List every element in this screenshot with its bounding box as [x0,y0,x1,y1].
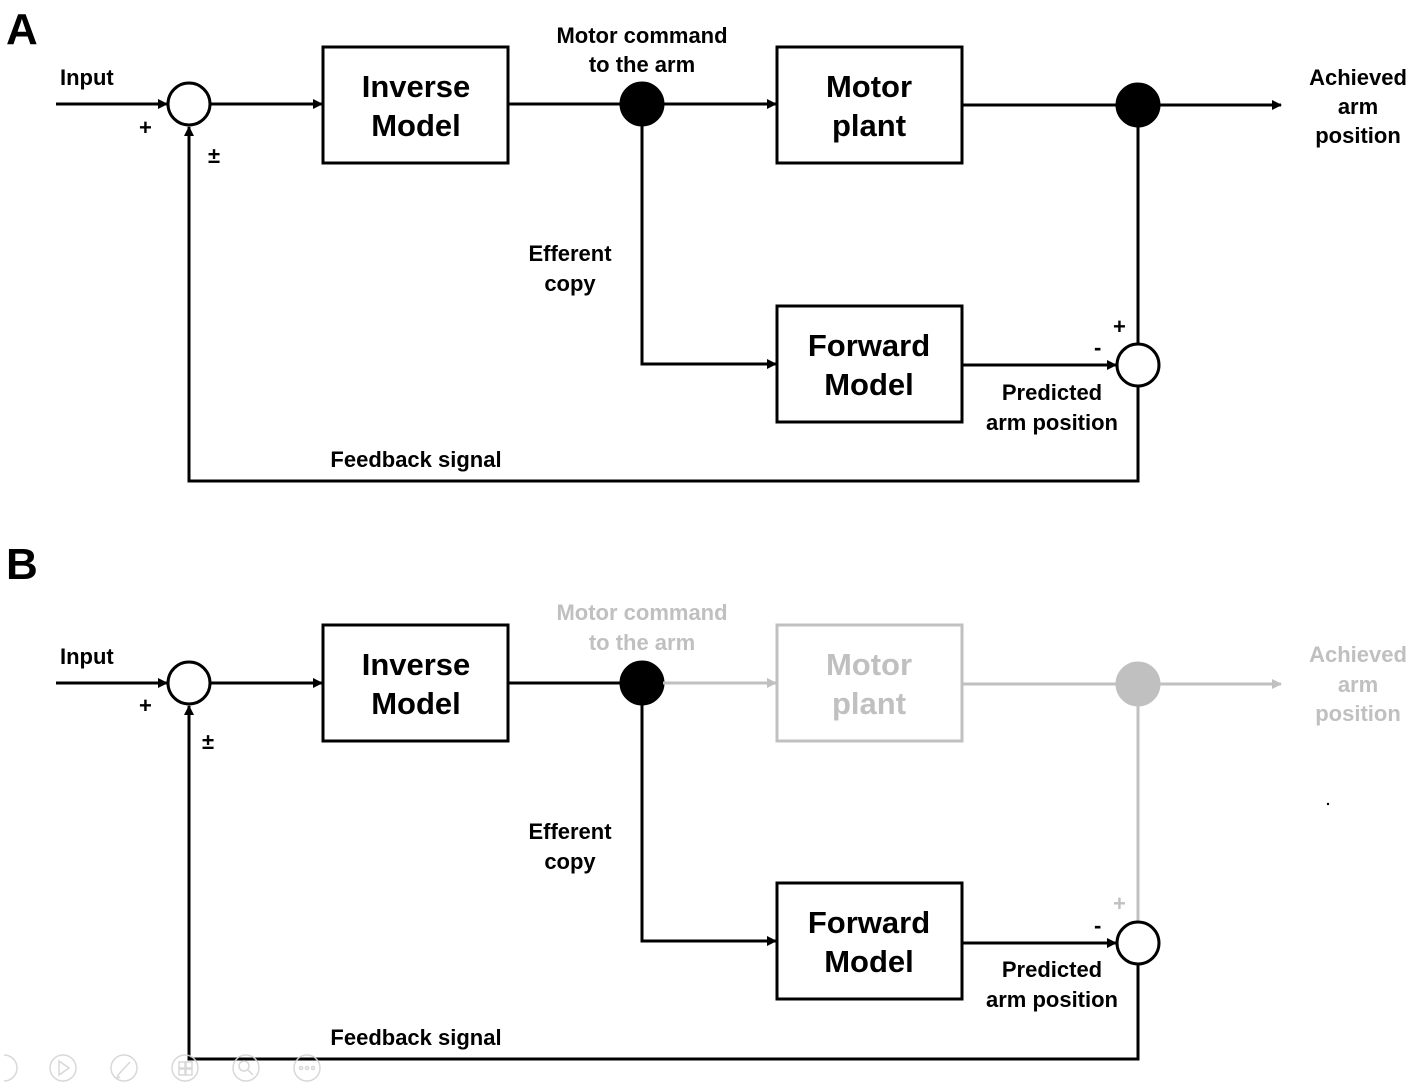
zoom-icon[interactable] [232,1054,260,1082]
stray-dot [1326,802,1330,806]
motor-plant-label-1: Motor [826,69,912,104]
forward-model-label-1: Forward [808,905,930,940]
summing-junction [166,81,212,127]
achieved-label-3: position [1315,701,1401,726]
motor-command-label-1: Motor command [556,23,727,48]
motor-plant-box [775,623,964,743]
efferent-label-1: Efferent [528,241,612,266]
input-label: Input [60,65,114,90]
panel-a: A Input + ± Inverse Model Motor command … [6,5,1407,483]
output-node [1115,82,1161,128]
predicted-label-2: arm position [986,410,1118,435]
output-node [1115,661,1161,707]
motor-command-label-2: to the arm [589,52,695,77]
comparator-junction [1115,920,1161,966]
play-icon[interactable] [49,1054,77,1082]
feedback-sign: ± [208,143,220,168]
achieved-label-2: arm [1338,672,1378,697]
comparator-plus-sign: + [1113,891,1126,916]
comparator-minus-sign: - [1094,913,1101,938]
predicted-label-1: Predicted [1002,380,1102,405]
presentation-toolbar [3,1054,321,1082]
forward-model-box [775,881,964,1001]
feedback-line [184,126,1140,483]
inverse-model-label-2: Model [371,686,461,721]
efferent-label-1: Efferent [528,819,612,844]
panel-a-letter: A [6,5,38,54]
predicted-label-2: arm position [986,987,1118,1012]
input-plus-sign: + [139,693,152,718]
motor-command-label-1: Motor command [556,600,727,625]
pen-icon[interactable] [110,1054,138,1082]
feedback-label: Feedback signal [330,1025,501,1050]
efferent-copy-line [640,704,777,946]
branch-node [619,81,665,127]
more-icon[interactable] [293,1054,321,1082]
feedback-line [184,705,1140,1061]
panel-b-letter: B [6,540,38,589]
branch-node [619,660,665,706]
achieved-label-1: Achieved [1309,65,1407,90]
forward-model-label-2: Model [824,367,914,402]
achieved-label-2: arm [1338,94,1378,119]
feedback-label: Feedback signal [330,447,501,472]
input-label: Input [60,644,114,669]
panel-b: B Input + ± Inverse Model Motor command … [6,540,1407,1061]
forward-model-label-1: Forward [808,328,930,363]
efferent-label-2: copy [544,271,596,296]
comparator-junction [1115,342,1161,388]
predicted-label-1: Predicted [1002,957,1102,982]
motor-plant-label-2: plant [832,108,906,143]
inverse-model-box [321,45,510,165]
motor-command-label-2: to the arm [589,630,695,655]
previous-icon[interactable] [3,1054,18,1082]
comparator-plus-sign: + [1113,314,1126,339]
inverse-model-label-2: Model [371,108,461,143]
motor-plant-box [775,45,964,165]
input-plus-sign: + [139,115,152,140]
slides-icon[interactable] [171,1054,199,1082]
inverse-model-label-1: Inverse [362,647,471,682]
forward-model-box [775,304,964,424]
summing-junction [166,660,212,706]
motor-plant-label-1: Motor [826,647,912,682]
efferent-copy-line [640,125,777,369]
inverse-model-box [321,623,510,743]
achieved-label-1: Achieved [1309,642,1407,667]
motor-plant-label-2: plant [832,686,906,721]
forward-model-label-2: Model [824,944,914,979]
comparator-minus-sign: - [1094,335,1101,360]
achieved-label-3: position [1315,123,1401,148]
efferent-label-2: copy [544,849,596,874]
inverse-model-label-1: Inverse [362,69,471,104]
feedback-sign: ± [202,729,214,754]
